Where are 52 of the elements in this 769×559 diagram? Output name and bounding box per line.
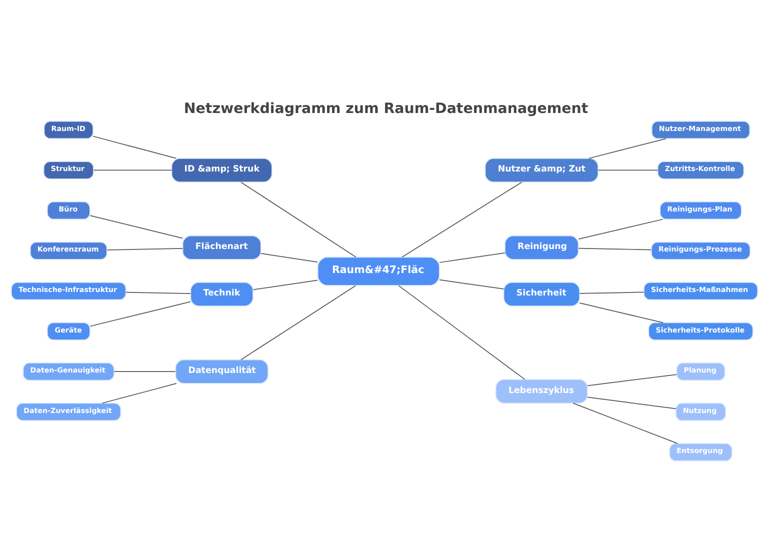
- connector: [92, 135, 177, 158]
- node-box: ID &amp; Struk: [171, 157, 272, 182]
- node-box: Konferenzraum: [30, 241, 108, 260]
- node-box: Nutzer &amp; Zut: [484, 157, 599, 182]
- connector: [260, 252, 318, 262]
- connector: [102, 382, 177, 404]
- node-box: Raum&#47;Fläc: [317, 256, 440, 286]
- node-box: Reinigungs-Prozesse: [650, 241, 751, 260]
- connector: [578, 247, 652, 250]
- node-box: Struktur: [43, 160, 94, 179]
- node-box: Reinigung: [504, 234, 579, 260]
- node-box: Nutzer-Management: [651, 120, 750, 139]
- node-box: Zutritts-Kontrolle: [657, 160, 744, 179]
- connector: [240, 284, 356, 360]
- connector: [114, 370, 176, 372]
- node-box: Daten-Genauigkeit: [22, 362, 114, 380]
- connector: [90, 300, 191, 326]
- connector: [439, 278, 504, 289]
- connector: [126, 291, 191, 294]
- node-box: Sicherheits-Protokolle: [648, 322, 754, 340]
- connector: [402, 181, 522, 257]
- node-box: Büro: [46, 200, 90, 220]
- node-box: Entsorgung: [669, 442, 732, 461]
- connector: [579, 302, 664, 323]
- node-box: Geräte: [46, 322, 90, 340]
- node-box: Flächenart: [182, 234, 262, 260]
- connector: [252, 279, 318, 290]
- connector: [93, 169, 172, 170]
- node-box: Reinigungs-Plan: [660, 200, 742, 220]
- connector: [579, 291, 644, 294]
- connector: [587, 396, 676, 409]
- connector: [588, 138, 666, 158]
- connector: [578, 218, 664, 240]
- connector: [598, 169, 658, 170]
- connector: [587, 374, 677, 386]
- connector: [106, 247, 184, 250]
- node-box: Technische-Infrastruktur: [10, 281, 126, 300]
- node-box: Sicherheits-Maßnahmen: [643, 281, 758, 300]
- node-box: Technik: [190, 281, 254, 306]
- connector: [572, 402, 678, 444]
- node-box: Raum-ID: [44, 120, 94, 139]
- connector: [439, 252, 506, 262]
- node-box: Sicherheit: [503, 281, 580, 306]
- connector: [240, 181, 356, 257]
- node-box: Planung: [676, 362, 726, 380]
- node-box: Datenqualität: [175, 358, 268, 384]
- node-box: Nutzung: [675, 402, 726, 421]
- connector: [90, 214, 183, 238]
- diagram-title: Netzwerkdiagramm zum Raum-Datenmanagement: [184, 100, 588, 116]
- node-box: Daten-Zuverlässigkeit: [16, 402, 122, 421]
- connector: [398, 284, 526, 380]
- node-box: Lebenszyklus: [495, 378, 588, 404]
